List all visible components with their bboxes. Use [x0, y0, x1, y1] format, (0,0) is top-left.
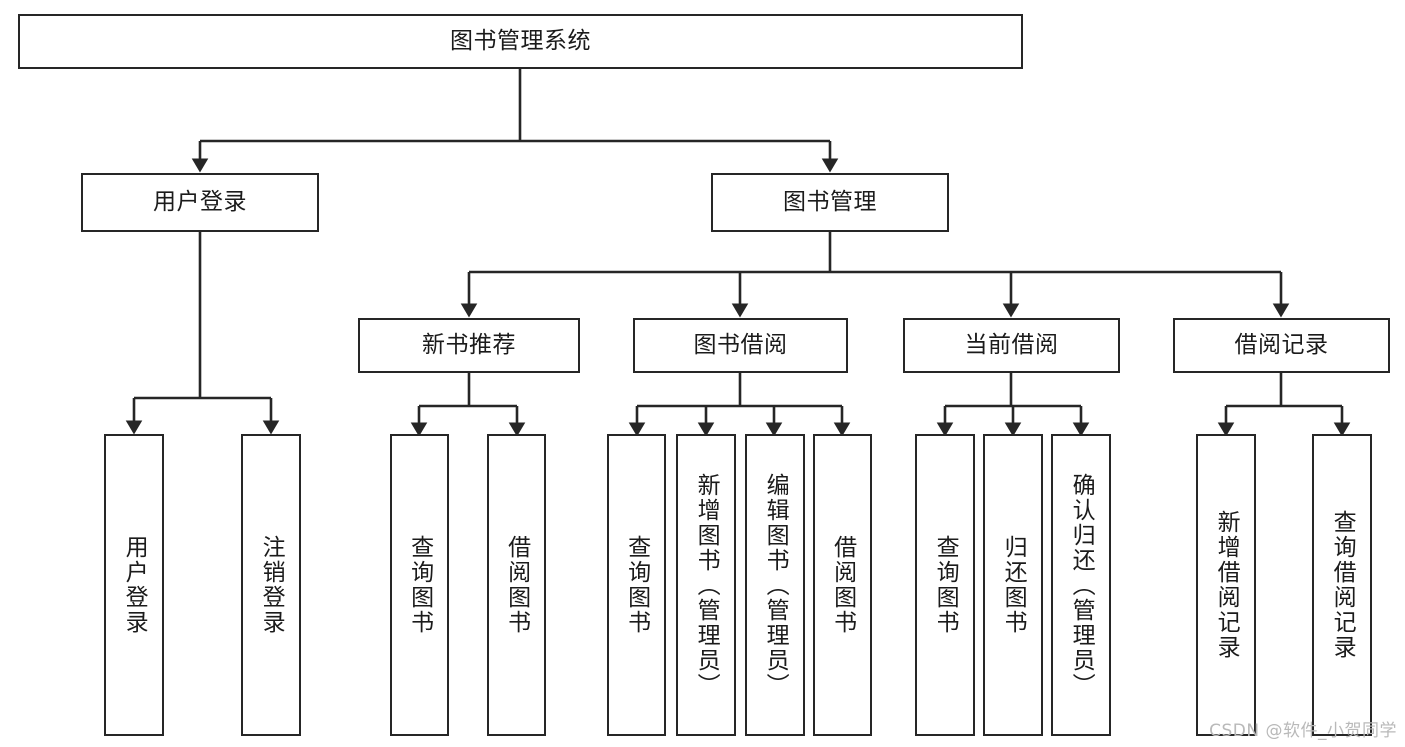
node-new-book-recommend[interactable]: 新书推荐 [358, 318, 580, 373]
node-leaf-add-record-label: 新增借阅记录 [1213, 510, 1240, 660]
node-leaf-borrow-book-2[interactable]: 借阅图书 [813, 434, 872, 736]
node-leaf-add-book-label: 新增图书（管理员） [693, 473, 720, 698]
node-leaf-user-logout-label: 注销登录 [258, 535, 285, 635]
node-leaf-return-book[interactable]: 归还图书 [983, 434, 1043, 736]
node-leaf-borrow-book-1[interactable]: 借阅图书 [487, 434, 546, 736]
node-leaf-borrow-book-2-label: 借阅图书 [829, 535, 856, 635]
node-leaf-borrow-book-1-label: 借阅图书 [503, 535, 530, 635]
node-leaf-query-book-2[interactable]: 查询图书 [607, 434, 666, 736]
node-leaf-edit-book-label: 编辑图书（管理员） [762, 473, 789, 698]
node-user-login[interactable]: 用户登录 [81, 173, 319, 232]
node-leaf-query-record[interactable]: 查询借阅记录 [1312, 434, 1372, 736]
node-current-borrow[interactable]: 当前借阅 [903, 318, 1120, 373]
node-borrow-record-label: 借阅记录 [1234, 332, 1329, 359]
node-book-borrow[interactable]: 图书借阅 [633, 318, 848, 373]
node-leaf-confirm-return[interactable]: 确认归还（管理员） [1051, 434, 1111, 736]
node-root-label: 图书管理系统 [450, 28, 591, 55]
node-leaf-confirm-return-label: 确认归还（管理员） [1068, 473, 1095, 698]
node-leaf-edit-book[interactable]: 编辑图书（管理员） [745, 434, 805, 736]
csdn-watermark: CSDN @软件_小贺同学 [1209, 721, 1397, 741]
node-leaf-query-book-2-label: 查询图书 [623, 535, 650, 635]
node-leaf-query-book-1[interactable]: 查询图书 [390, 434, 449, 736]
node-leaf-return-book-label: 归还图书 [1000, 535, 1027, 635]
node-root[interactable]: 图书管理系统 [18, 14, 1023, 69]
node-leaf-query-book-1-label: 查询图书 [406, 535, 433, 635]
node-book-borrow-label: 图书借阅 [693, 332, 788, 359]
node-borrow-record[interactable]: 借阅记录 [1173, 318, 1390, 373]
node-leaf-add-book[interactable]: 新增图书（管理员） [676, 434, 736, 736]
node-leaf-add-record[interactable]: 新增借阅记录 [1196, 434, 1256, 736]
node-leaf-user-logout[interactable]: 注销登录 [241, 434, 301, 736]
node-leaf-query-record-label: 查询借阅记录 [1329, 510, 1356, 660]
node-new-book-recommend-label: 新书推荐 [422, 332, 516, 359]
node-leaf-user-login-label: 用户登录 [121, 535, 148, 635]
node-leaf-user-login[interactable]: 用户登录 [104, 434, 164, 736]
node-book-manage-label: 图书管理 [783, 189, 877, 216]
node-current-borrow-label: 当前借阅 [964, 332, 1059, 359]
node-leaf-query-book-3[interactable]: 查询图书 [915, 434, 975, 736]
node-user-login-label: 用户登录 [153, 189, 247, 216]
node-leaf-query-book-3-label: 查询图书 [932, 535, 959, 635]
node-book-manage[interactable]: 图书管理 [711, 173, 949, 232]
